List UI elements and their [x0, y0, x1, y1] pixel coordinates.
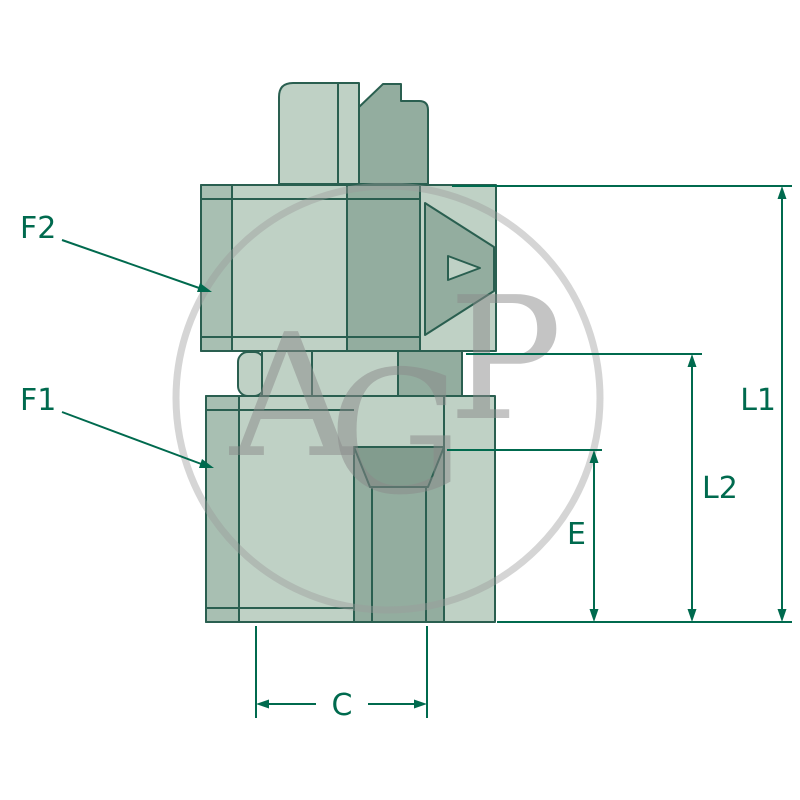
dimension-label-c: C — [332, 688, 353, 723]
arrowhead-up — [777, 186, 787, 199]
arrowhead-up — [589, 450, 599, 463]
watermark-circle — [172, 182, 604, 614]
watermark-letter-p: P — [448, 261, 562, 459]
callout-label-f1: F1 — [20, 383, 56, 418]
lower-hex-nut — [205, 395, 496, 623]
callout-label-f2: F2 — [20, 211, 56, 246]
upper-nut-right-facet — [346, 184, 421, 352]
watermark: A G P — [172, 182, 604, 614]
lower-nut-body — [205, 395, 496, 623]
arrowhead-down — [777, 609, 787, 622]
lower-nut-cone-seat — [353, 446, 445, 488]
dimension-c: C — [255, 626, 428, 723]
watermark-letter-a: A — [229, 298, 355, 496]
dimension-l1: L1 — [740, 186, 787, 622]
arrowhead-down — [589, 609, 599, 622]
arrowhead-f1 — [199, 459, 214, 468]
leader-line-f2 — [61, 239, 203, 290]
dimension-e: E — [567, 450, 599, 622]
dimension-annotations: L1 L2 E C F2 — [20, 185, 792, 723]
watermark-letter-g: G — [328, 335, 464, 533]
arrowhead-down — [687, 609, 697, 622]
upper-nut-left-facet — [200, 184, 233, 352]
dimension-label-l1: L1 — [740, 383, 776, 418]
dimension-l2: L2 — [687, 354, 738, 622]
dimension-label-e: E — [567, 517, 586, 552]
callout-f1: F1 — [20, 383, 214, 468]
sleeve-collar — [358, 83, 429, 185]
upper-nut-section-bore — [447, 255, 481, 281]
lower-nut-left-facet — [205, 395, 240, 623]
callout-f2: F2 — [20, 211, 212, 292]
top-sleeve — [278, 82, 429, 185]
leader-line-f1 — [61, 411, 205, 466]
arrowhead-right — [414, 699, 427, 709]
sleeve-body — [278, 82, 360, 185]
fitting-drawing — [200, 82, 497, 623]
upper-hex-nut — [200, 184, 497, 352]
arrowhead-left — [256, 699, 269, 709]
arrowhead-up — [687, 354, 697, 367]
dimension-label-l2: L2 — [702, 471, 738, 506]
arrowhead-f2 — [197, 283, 212, 292]
